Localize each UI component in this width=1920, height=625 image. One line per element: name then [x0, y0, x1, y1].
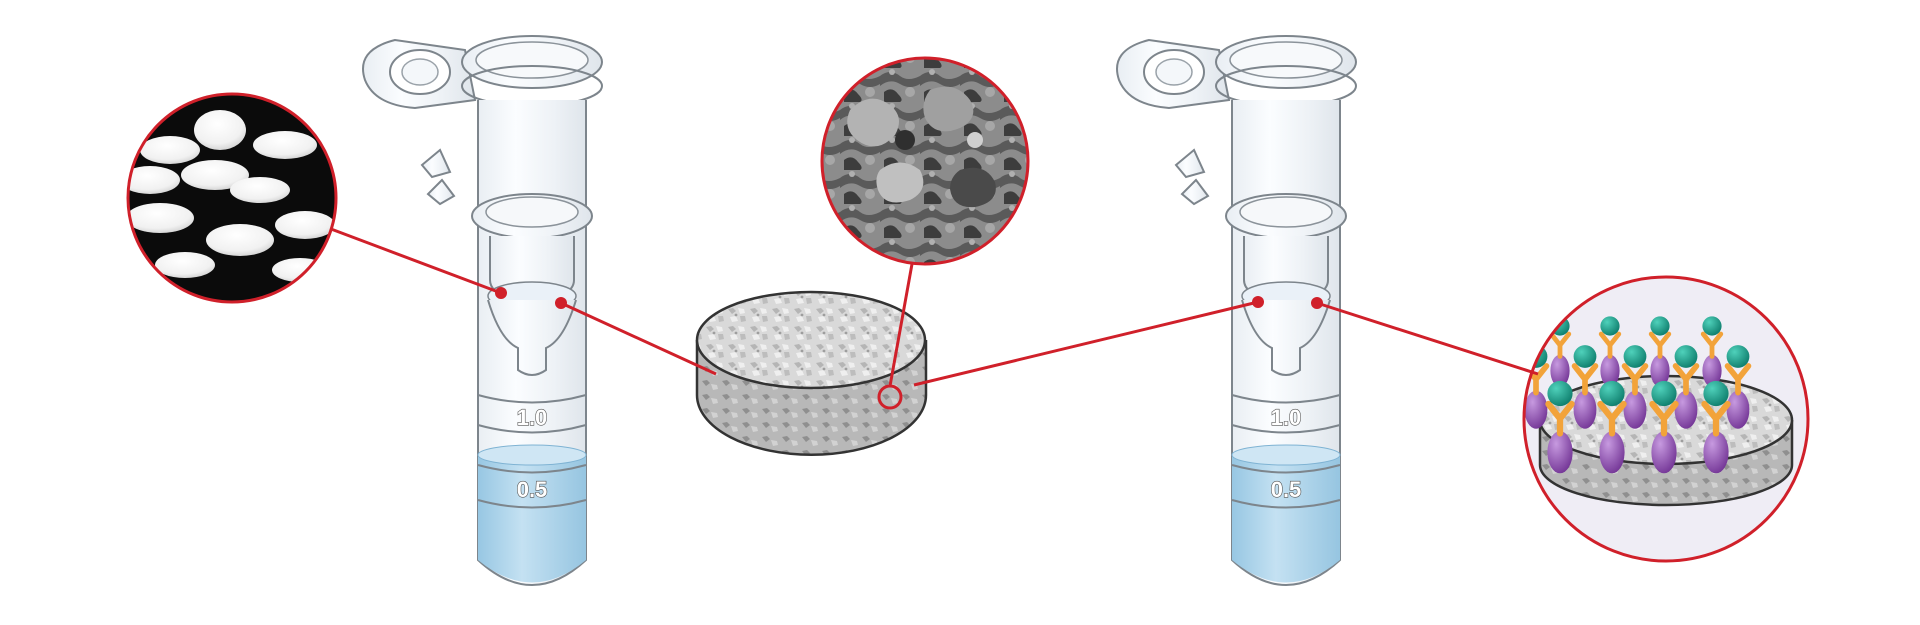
antibody-antigen-complex	[1621, 345, 1649, 429]
tube-lid-icon	[1116, 38, 1231, 206]
antibody-immobilized-disc-callout	[1522, 275, 1810, 563]
protein-a-bead	[1726, 390, 1750, 429]
antibody-icon	[1545, 400, 1575, 437]
antigen-icon	[1674, 345, 1698, 368]
antigen-icon	[1702, 316, 1722, 336]
tube-liquid	[1232, 455, 1340, 583]
callout-anchor-dots	[495, 287, 1323, 309]
antibody-icon	[1700, 331, 1724, 359]
volume-mark-0-5-right: 0.5	[1271, 477, 1302, 502]
antibody-icon	[1649, 400, 1679, 437]
antibody-icon	[1701, 400, 1731, 437]
protein-a-bead	[1550, 354, 1570, 387]
tablet-photo-callout	[126, 92, 338, 304]
spin-column-tube-right: 1.0 0.5	[1116, 35, 1357, 586]
connector-disc-to-right-filter	[913, 300, 1259, 387]
antibody-antigen-complex	[1701, 380, 1731, 474]
antigen-icon	[1599, 380, 1625, 407]
antibody-antigen-complex	[1598, 316, 1622, 387]
antibody-icon	[1724, 363, 1752, 396]
spin-column-tube-left: 1.0 0.5	[362, 35, 603, 586]
antibody-antigen-complex	[1724, 345, 1752, 429]
connector-sem	[888, 263, 914, 387]
protein-a-bead	[1650, 354, 1670, 387]
antibody-icon	[1672, 363, 1700, 396]
antigen-icon	[1650, 316, 1670, 336]
sem-micrograph-callout	[820, 56, 1030, 266]
protein-a-bead	[1703, 431, 1729, 474]
connector-antibody-disc	[1316, 301, 1539, 376]
antigen-icon	[1600, 316, 1620, 336]
tube-liquid	[478, 455, 586, 583]
antibody-icon	[1621, 363, 1649, 396]
protein-a-bead	[1702, 354, 1722, 387]
protein-a-bead	[1600, 354, 1620, 387]
protein-a-bead	[1599, 431, 1625, 474]
protein-a-bead	[1547, 431, 1573, 474]
antibody-icon	[1571, 363, 1599, 396]
anchor-dot	[1311, 297, 1323, 309]
tube-lid-icon	[362, 38, 477, 206]
antigen-icon	[1726, 345, 1750, 368]
volume-mark-0-5-left: 0.5	[517, 477, 548, 502]
antibody-antigen-complex	[1700, 316, 1724, 387]
antibody-antigen-complex	[1545, 380, 1575, 474]
protein-a-bead	[1674, 390, 1698, 429]
anchor-dot	[1252, 296, 1264, 308]
anchor-dot	[495, 287, 507, 299]
antigen-icon	[1547, 380, 1573, 407]
anchor-dot	[555, 297, 567, 309]
antigen-icon	[1651, 380, 1677, 407]
volume-mark-1-0-left: 1.0	[517, 405, 548, 430]
antibody-icon	[1597, 400, 1627, 437]
antibody-antigen-complex	[1571, 345, 1599, 429]
antigen-icon	[1573, 345, 1597, 368]
antibody-icon	[1648, 331, 1672, 359]
protein-a-bead	[1651, 431, 1677, 474]
protein-a-bead	[1524, 390, 1548, 429]
protein-a-bead	[1623, 390, 1647, 429]
antibody-antigen-complex	[1672, 345, 1700, 429]
antibody-immobilized-disc-icon	[1524, 316, 1794, 507]
callout-connectors	[330, 227, 1539, 387]
porous-disc-icon	[695, 290, 928, 456]
connector-tablets	[330, 227, 502, 295]
protein-a-bead	[1573, 390, 1597, 429]
antibody-antigen-complex	[1648, 316, 1672, 387]
connector-left-filter-to-disc	[560, 301, 717, 376]
antibody-antigen-complex	[1649, 380, 1679, 474]
sem-micrograph-icon	[847, 86, 996, 208]
antigen-icon	[1703, 380, 1729, 407]
antibody-icon	[1598, 331, 1622, 359]
volume-mark-1-0-right: 1.0	[1271, 405, 1302, 430]
antibody-antigen-complex	[1597, 380, 1627, 474]
antigen-icon	[1623, 345, 1647, 368]
